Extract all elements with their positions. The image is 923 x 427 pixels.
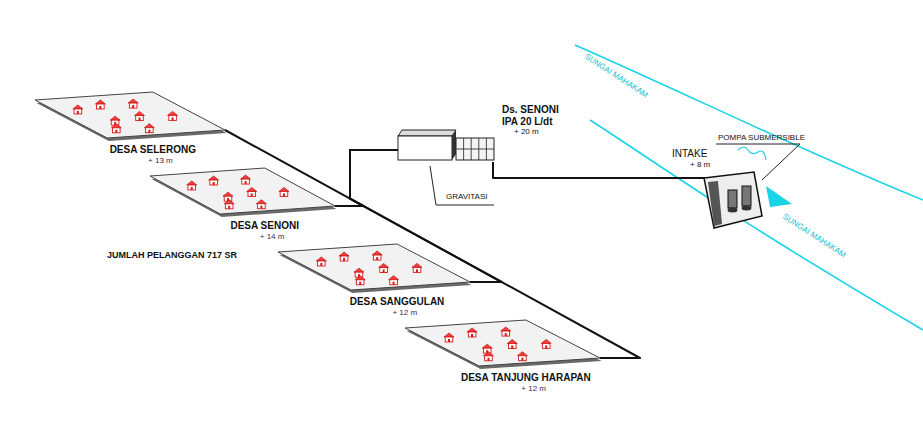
house-icon (111, 124, 121, 133)
house-icon (501, 327, 511, 336)
house-icon (389, 276, 399, 285)
house-icon (355, 276, 365, 285)
node-shape (668, 148, 768, 233)
pipe-line (225, 130, 398, 199)
house-icon (168, 111, 178, 120)
house-icon (507, 340, 517, 349)
node-shape (35, 92, 225, 142)
elevation-label: + 12 m (392, 308, 417, 317)
house-icon (467, 328, 477, 337)
elevation-label: + 8 m (690, 160, 710, 169)
house-icon (110, 116, 120, 125)
village-tile (405, 320, 600, 366)
intake-node: INTAKE+ 8 m (668, 148, 768, 233)
pipe-line (493, 162, 668, 178)
house-icon (372, 251, 382, 260)
label-holder: SUNGAI MAHAKAM (583, 52, 649, 99)
house-icon (247, 188, 257, 197)
elevation-label: + 14 m (260, 232, 285, 241)
pipe-line (335, 150, 398, 206)
plant-name: Ds. SENONI IPA 20 L/dt (502, 104, 570, 127)
village-node: DESA SENONI+ 14 m (150, 168, 335, 297)
house-icon (483, 352, 493, 361)
elevation-label: + 13 m (148, 156, 173, 165)
node-shape (405, 320, 600, 370)
village-name: DESA SENONI (230, 220, 299, 232)
house-icon (444, 333, 454, 342)
house-icon (224, 200, 234, 209)
flow-type-label: GRAVITASI (446, 192, 488, 201)
river-name: SUNGAI MAHAKAM (583, 52, 649, 99)
house-icon (316, 257, 326, 266)
house-icon (541, 339, 551, 348)
customer-count: JUMLAH PELANGGAN 717 SR (107, 250, 237, 260)
house-icon (95, 100, 105, 109)
village-node: DESA SANGGULAN+ 12 m (278, 244, 470, 373)
village-name: DESA SANGGULAN (350, 296, 445, 308)
node-shape (150, 168, 335, 218)
house-icon (517, 352, 527, 361)
intake-name: INTAKE (672, 148, 707, 160)
house-icon (279, 187, 289, 196)
water-wave (738, 147, 766, 160)
village-name: DESA TANJUNG HARAPAN (461, 372, 591, 384)
house-icon (482, 344, 492, 353)
house-icon (256, 200, 266, 209)
label-holder: SUNGAI MAHAKAM (781, 212, 847, 259)
village-node: DESA TANJUNG HARAPAN+ 12 m (405, 320, 600, 427)
house-icon (135, 112, 145, 121)
label-holder: GRAVITASI (446, 192, 488, 201)
treatment-plant (398, 130, 494, 160)
river-name: SUNGAI MAHAKAM (781, 212, 847, 259)
house-icon (73, 105, 83, 114)
label-holder: POMPA SUBMERSIBLE (718, 133, 805, 142)
village-tile (278, 244, 470, 290)
node-shape (278, 244, 470, 294)
pump-label: POMPA SUBMERSIBLE (718, 133, 805, 142)
house-icon (209, 176, 219, 185)
elevation-label: + 20 m (514, 127, 539, 136)
house-icon (339, 252, 349, 261)
house-icon (144, 124, 154, 133)
village-tile (150, 168, 335, 214)
house-icon (354, 268, 364, 277)
house-icon (223, 192, 233, 201)
plant-node: Ds. SENONI IPA 20 L/dt+ 20 m (398, 104, 563, 162)
leader-line (430, 166, 494, 205)
elevation-label: + 12 m (521, 384, 546, 393)
house-icon (187, 181, 197, 190)
intake-structure (668, 172, 762, 228)
river-bank (590, 120, 923, 330)
house-icon (379, 264, 389, 273)
house-icon (241, 175, 251, 184)
house-icon (412, 263, 422, 272)
flow-arrow (766, 186, 792, 207)
house-icon (128, 99, 138, 108)
village-tile (35, 92, 225, 138)
village-name: DESA SELERONG (110, 144, 196, 156)
label-holder: JUMLAH PELANGGAN 717 SR (107, 250, 237, 260)
